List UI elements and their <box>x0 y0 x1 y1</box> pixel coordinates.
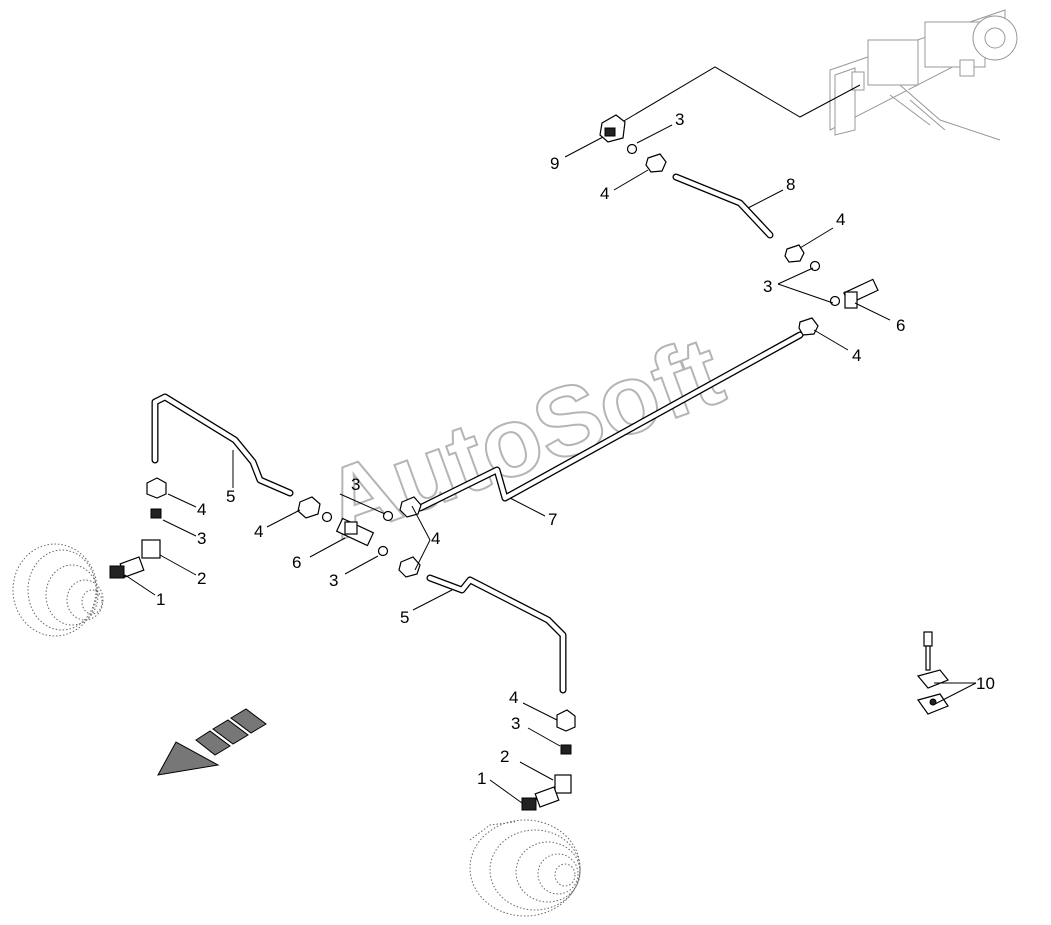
callout-1: 1 <box>477 769 486 788</box>
callout-4: 4 <box>254 522 263 541</box>
elbow-2-left <box>119 539 161 578</box>
callout-4: 4 <box>509 688 518 707</box>
nut-4-center-right <box>399 496 422 518</box>
callout-3: 3 <box>675 110 684 129</box>
nut-4-top <box>645 153 667 173</box>
elbow-2-bottom <box>534 774 572 808</box>
washer-3-bottom <box>560 744 572 755</box>
adapter-1-bottom <box>521 797 537 811</box>
pipe-8 <box>672 173 774 239</box>
pipe-7 <box>416 331 804 512</box>
callout-8: 8 <box>786 175 795 194</box>
callout-4: 4 <box>600 184 609 203</box>
washer-3-right-a <box>809 260 821 272</box>
pipe-5-left <box>151 393 294 497</box>
nut-4-right-lower <box>798 317 819 336</box>
pipe-5-bottom <box>426 574 567 694</box>
nut-4-center-lower <box>398 556 421 578</box>
callout-6: 6 <box>292 553 301 572</box>
washer-3-center-b <box>382 510 394 522</box>
callout-4: 4 <box>197 500 206 519</box>
left-travel-motor <box>12 543 104 637</box>
washer-3-top <box>626 143 638 155</box>
tee-6-center <box>335 517 375 547</box>
callout-4: 4 <box>836 210 845 229</box>
callout-4: 4 <box>852 346 861 365</box>
callout-10: 10 <box>976 674 995 693</box>
valve-block-assembly <box>829 9 1018 141</box>
callout-labels: 9 3 4 8 4 3 6 4 5 4 3 2 1 3 4 4 7 6 3 5 … <box>156 110 995 788</box>
washer-3-center-a <box>321 511 333 523</box>
callout-2: 2 <box>500 747 509 766</box>
bottom-travel-motor <box>469 819 581 917</box>
clamp-10 <box>916 631 949 715</box>
washer-3-left <box>150 508 162 519</box>
nut-4-left-pipe-end <box>146 477 167 499</box>
nut-4-right-upper <box>784 244 805 263</box>
callout-3: 3 <box>763 277 772 296</box>
fitting-9 <box>599 114 626 143</box>
watermark: AutoSoft <box>310 315 736 560</box>
tee-6-right <box>843 278 879 309</box>
nut-4-center-left <box>297 496 321 519</box>
nut-4-bottom-pipe-end <box>556 709 576 732</box>
adapter-1-left <box>109 565 125 579</box>
pilot-line <box>611 66 861 129</box>
callout-3: 3 <box>329 571 338 590</box>
callout-1: 1 <box>156 590 165 609</box>
callout-4: 4 <box>431 529 440 548</box>
callout-5: 5 <box>226 487 235 506</box>
callout-3: 3 <box>511 714 520 733</box>
callout-3: 3 <box>351 475 360 494</box>
callout-7: 7 <box>548 510 557 529</box>
washer-3-center-c <box>377 545 389 557</box>
leader-lines <box>124 124 977 804</box>
callout-2: 2 <box>197 569 206 588</box>
callout-3: 3 <box>197 529 206 548</box>
callout-5: 5 <box>400 608 409 627</box>
washer-3-right-b <box>829 295 841 307</box>
callout-6: 6 <box>896 316 905 335</box>
callout-9: 9 <box>550 154 559 173</box>
forward-direction-arrow <box>157 708 267 776</box>
